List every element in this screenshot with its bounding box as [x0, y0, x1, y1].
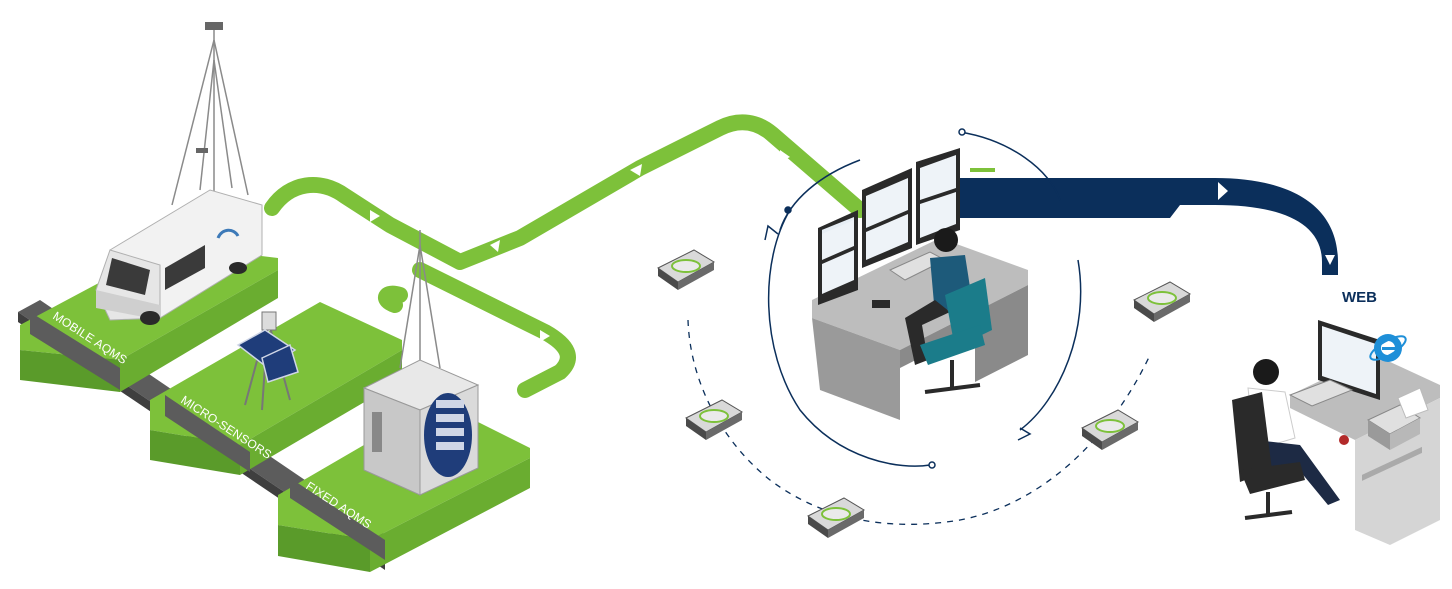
- hard-drive-icon: [1133, 281, 1191, 322]
- van-icon: [95, 189, 263, 325]
- hard-drive-icon: [657, 249, 715, 290]
- data-cycle-rings: [764, 128, 1082, 469]
- strip-label-boxes: [30, 312, 385, 560]
- green-data-pipe: [264, 114, 868, 398]
- navy-web-pipe: [958, 168, 1338, 275]
- label-web: WEB: [1342, 289, 1377, 306]
- green-pipe-arrows: [370, 150, 790, 342]
- printer-icon: [1339, 387, 1429, 450]
- hard-drive-icon: [1081, 409, 1139, 450]
- solar-sensor-icon: [236, 311, 299, 411]
- web-user-workstation-icon: [1232, 320, 1440, 545]
- control-room-operator-icon: [812, 148, 1028, 420]
- hard-drive-icon: [807, 497, 865, 538]
- hard-drive-icon: [685, 399, 743, 440]
- shelter-cabinet-icon: [362, 230, 480, 496]
- weather-mast-icon: [171, 22, 249, 206]
- browser-icon: [1369, 334, 1407, 362]
